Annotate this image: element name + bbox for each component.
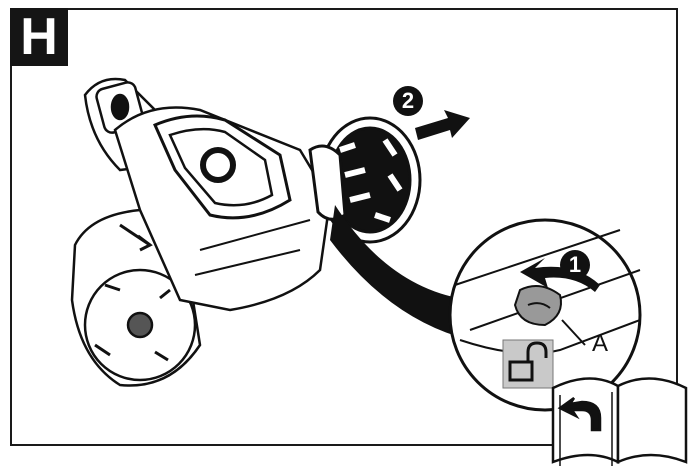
zoom-connector bbox=[330, 205, 470, 340]
wheel bbox=[308, 116, 422, 244]
callout-number-2: 2 bbox=[393, 86, 423, 116]
rotate-arrow-icon bbox=[520, 258, 600, 292]
callout-number-1: 1 bbox=[560, 250, 590, 280]
unlock-icon bbox=[502, 339, 554, 389]
step-badge: H bbox=[10, 8, 68, 66]
part-label-a: A bbox=[592, 330, 609, 357]
manual-book-icon bbox=[551, 377, 688, 466]
tool-body bbox=[83, 77, 332, 312]
detail-inset bbox=[448, 218, 642, 412]
arrow-right-icon bbox=[415, 110, 470, 140]
